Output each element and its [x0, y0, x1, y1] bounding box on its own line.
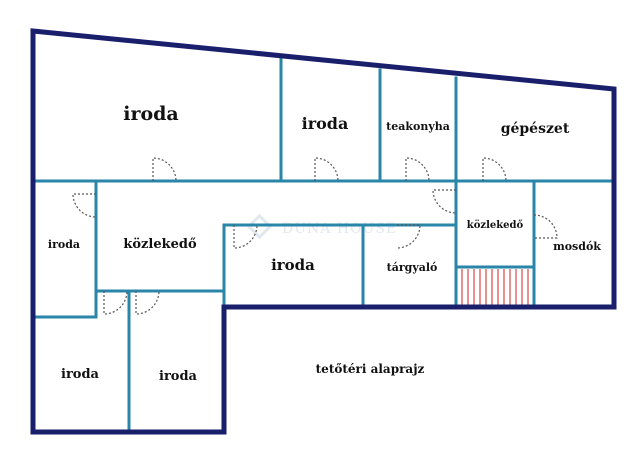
outer-wall	[30, 28, 617, 435]
door-swings	[72, 157, 558, 315]
room-label-iroda-bm: iroda	[159, 369, 198, 384]
room-label-kozlekedo-main: közlekedő	[123, 237, 197, 252]
room-label-targyalo: tárgyaló	[387, 261, 438, 274]
staircase	[461, 269, 529, 305]
plan-caption: tetőtéri alaprajz	[316, 362, 425, 376]
door-mosdok	[533, 214, 558, 239]
room-label-iroda-left: iroda	[48, 238, 80, 251]
room-label-iroda-center: iroda	[271, 256, 315, 274]
watermark-text: DUNA HOUSE	[282, 221, 397, 237]
room-label-kozlekedo-small: közlekedő	[467, 220, 524, 231]
inner-walls	[31, 56, 614, 434]
room-label-iroda-mid: iroda	[302, 114, 349, 133]
room-label-iroda-bl: iroda	[61, 367, 100, 382]
room-label-iroda-big: iroda	[123, 103, 179, 125]
room-label-teakonyha: teakonyha	[386, 120, 450, 133]
room-label-mosdok: mosdók	[553, 240, 601, 253]
room-label-gepeszet: gépészet	[501, 121, 570, 137]
